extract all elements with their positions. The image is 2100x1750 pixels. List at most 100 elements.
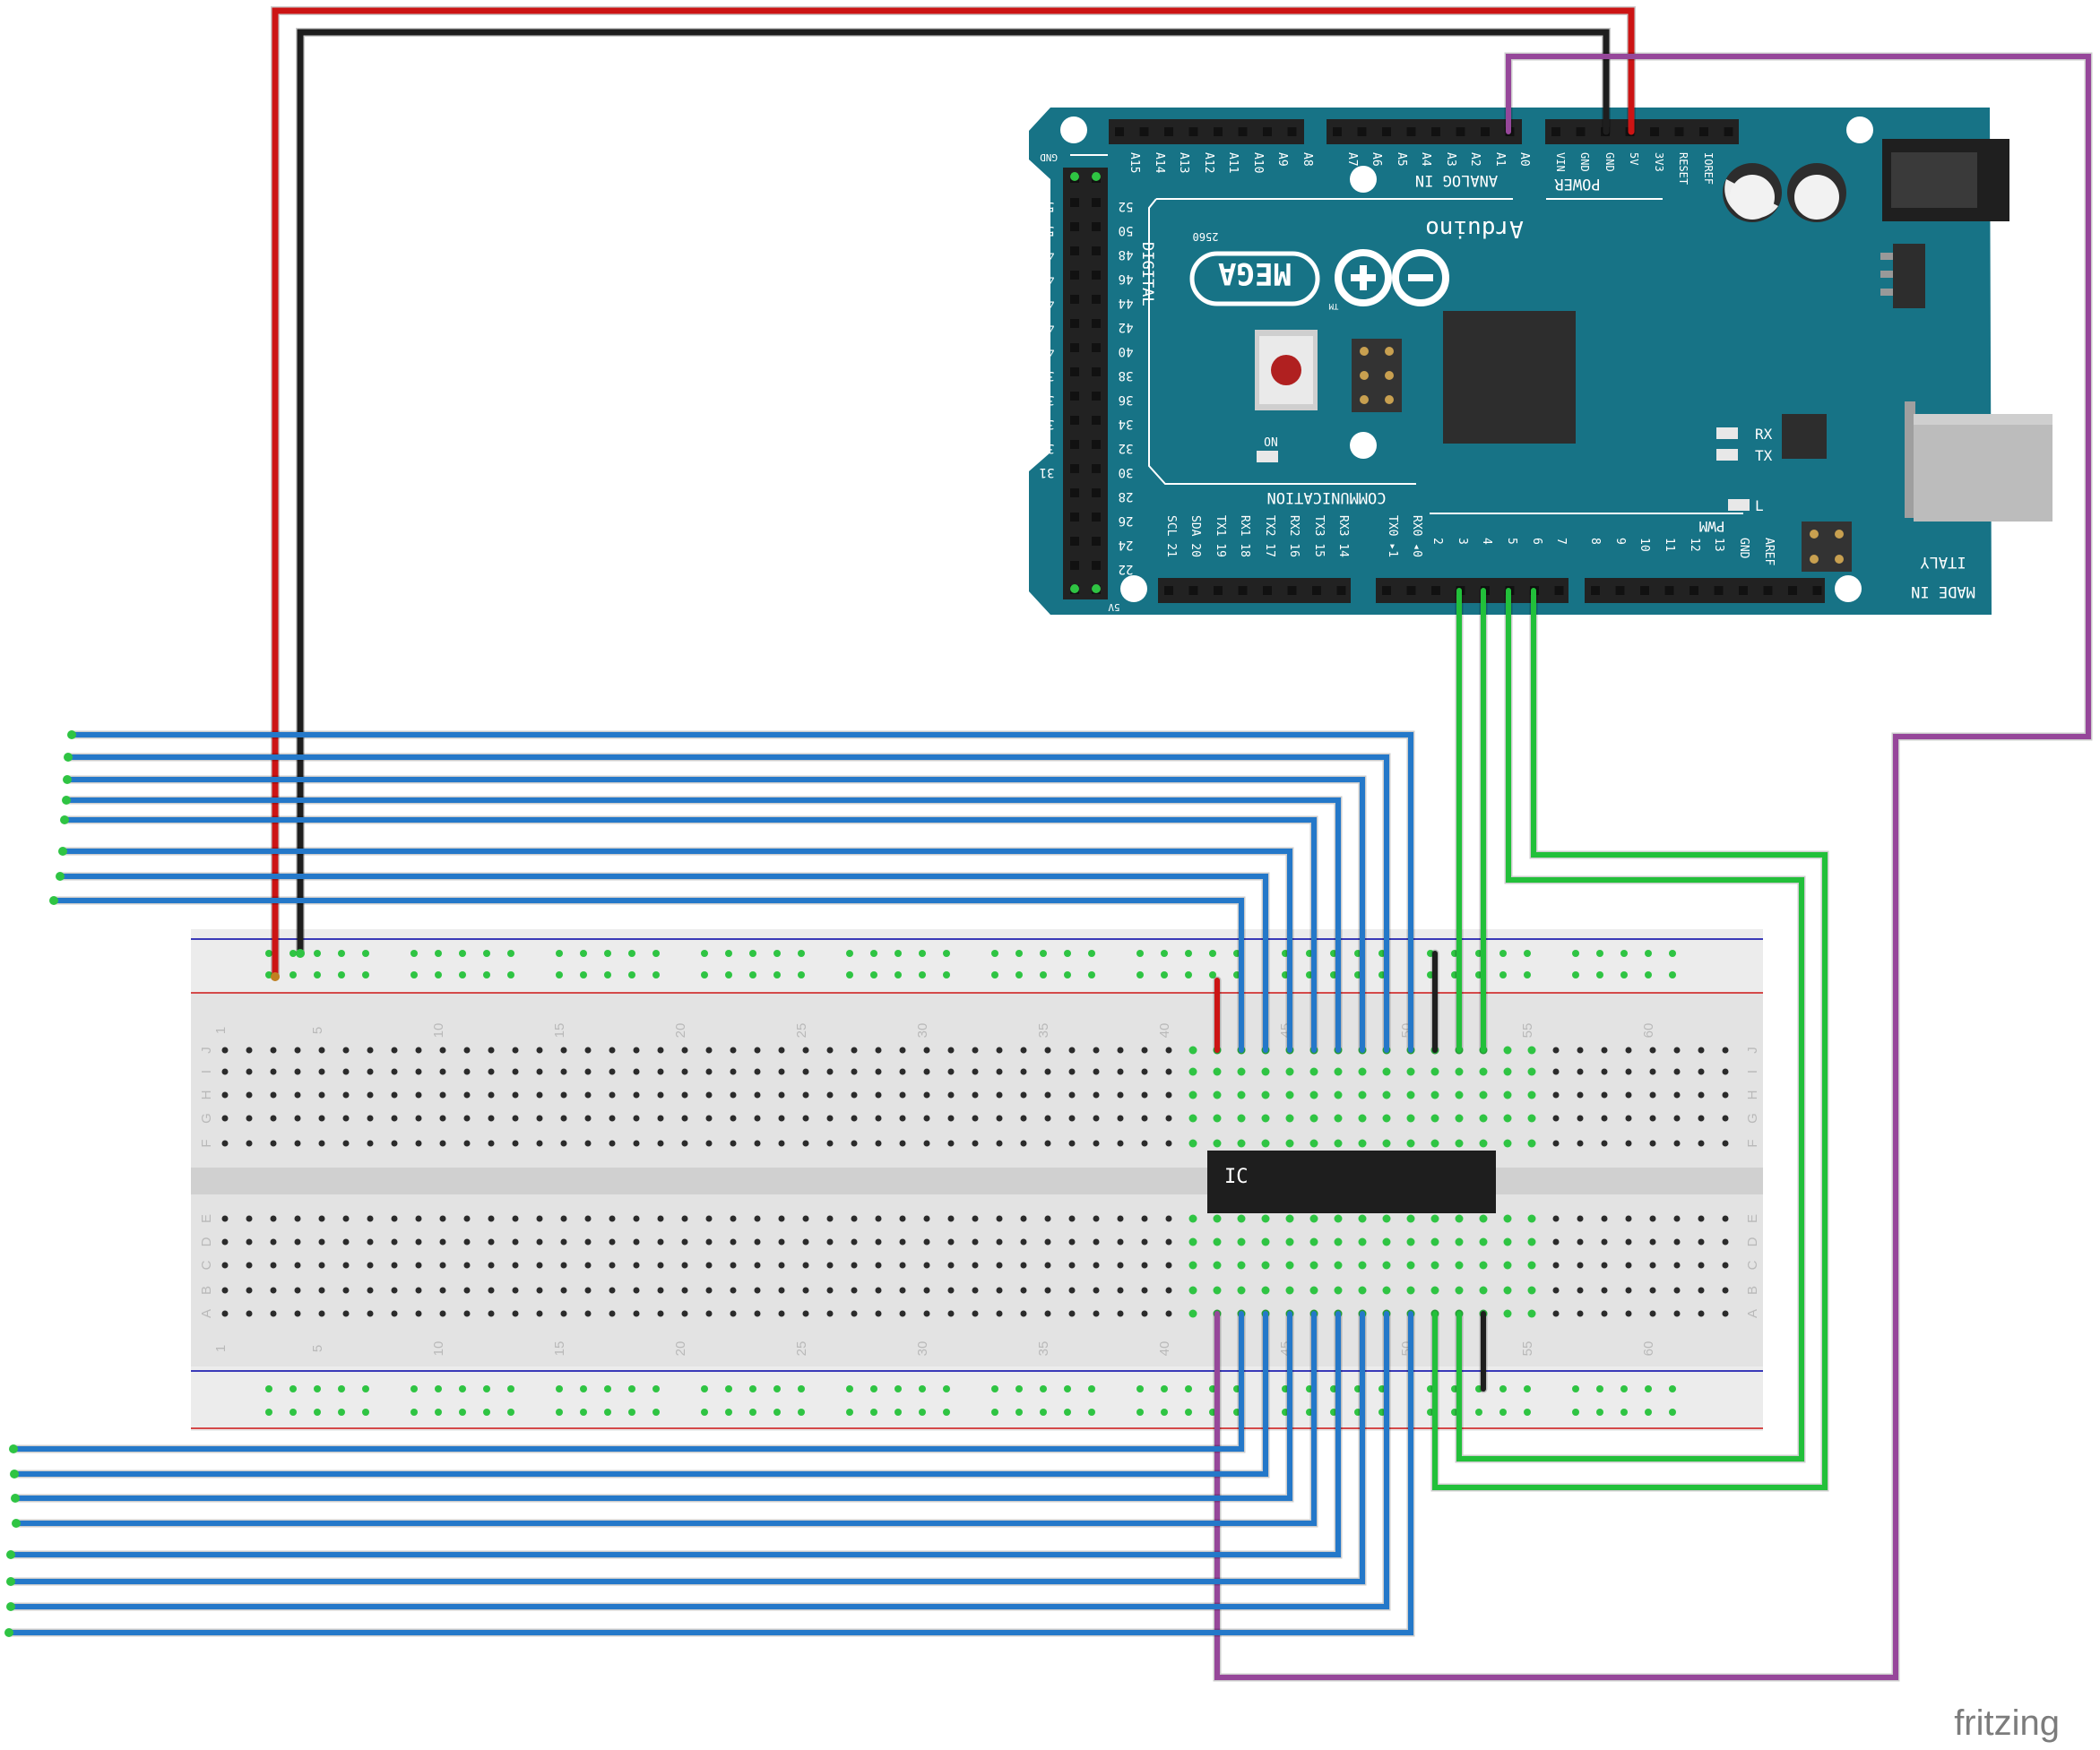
breadboard-hole	[1093, 1262, 1100, 1269]
breadboard-hole	[221, 1115, 229, 1122]
breadboard-column-number: 55	[1520, 1341, 1535, 1357]
breadboard-hole	[1358, 1261, 1367, 1270]
breadboard-hole	[1625, 1215, 1632, 1222]
breadboard-hole	[705, 1091, 713, 1099]
breadboard-hole	[875, 1238, 882, 1246]
breadboard-hole	[609, 1238, 616, 1246]
wire[interactable]	[62, 817, 1317, 1053]
pin-label: A13	[1177, 152, 1190, 173]
header-pin	[1070, 246, 1079, 255]
rail-hole	[870, 1385, 877, 1392]
breadboard-hole	[1625, 1047, 1632, 1054]
breadboard-hole	[512, 1115, 519, 1122]
reset-button[interactable]	[1255, 330, 1318, 410]
rail-hole	[1645, 1409, 1652, 1416]
breadboard-hole	[1044, 1068, 1051, 1075]
breadboard-hole	[584, 1115, 592, 1122]
header-pwm-low	[1376, 578, 1569, 603]
rail-hole	[701, 1409, 708, 1416]
rail-hole	[652, 1385, 660, 1392]
rail-hole	[1499, 950, 1507, 957]
breadboard-hole	[488, 1287, 495, 1294]
rail-hole	[265, 1409, 272, 1416]
breadboard-hole	[221, 1068, 229, 1075]
wire[interactable]	[51, 898, 1244, 1053]
wire[interactable]	[64, 797, 1341, 1053]
wire[interactable]	[272, 7, 1635, 980]
rail-hole	[580, 1385, 587, 1392]
breadboard-hole	[1673, 1047, 1681, 1054]
breadboard-hole	[923, 1091, 930, 1099]
wire[interactable]	[8, 1311, 1389, 1609]
header-pin	[1070, 343, 1079, 352]
wire-end	[296, 949, 305, 958]
rail-hole	[1015, 1409, 1023, 1416]
breadboard-hole	[1430, 1261, 1439, 1270]
breadboard-hole	[1334, 1114, 1343, 1123]
rail-hole	[894, 1409, 902, 1416]
pin-label: TX2 17	[1263, 515, 1276, 557]
wire[interactable]	[1456, 588, 1804, 1461]
breadboard-hole	[463, 1140, 471, 1147]
pin-label: 28	[1119, 489, 1134, 504]
pin-label: 12	[1688, 538, 1701, 552]
breadboard-hole	[1503, 1286, 1512, 1295]
breadboard-hole	[1625, 1287, 1632, 1294]
breadboard-hole	[415, 1140, 422, 1147]
wire[interactable]	[1432, 588, 1828, 1490]
rail-hole	[435, 1385, 442, 1392]
breadboard-hole	[512, 1310, 519, 1317]
wire[interactable]	[13, 1311, 1317, 1526]
breadboard-hole	[778, 1047, 785, 1054]
breadboard-column-number: 35	[1036, 1023, 1051, 1039]
wire[interactable]	[65, 754, 1389, 1053]
rail-hole	[846, 950, 853, 957]
wire[interactable]	[60, 849, 1292, 1053]
breadboard-hole	[705, 1115, 713, 1122]
wire[interactable]	[57, 874, 1268, 1053]
breadboard-hole	[1527, 1046, 1536, 1055]
breadboard-hole	[439, 1091, 446, 1099]
breadboard-hole	[657, 1091, 664, 1099]
wire[interactable]	[6, 1311, 1413, 1635]
breadboard-hole	[1068, 1238, 1076, 1246]
breadboard-hole	[899, 1140, 906, 1147]
breadboard-hole	[633, 1047, 640, 1054]
wire[interactable]	[8, 1311, 1365, 1584]
rail-hole	[265, 950, 272, 957]
header-pin	[1456, 127, 1465, 136]
header-pin	[1164, 127, 1173, 136]
breadboard-hole	[1552, 1287, 1560, 1294]
wire[interactable]	[65, 777, 1365, 1053]
wire[interactable]	[1214, 54, 2091, 1680]
breadboard-hole	[1625, 1238, 1632, 1246]
breadboard-hole	[1601, 1047, 1608, 1054]
wire[interactable]	[11, 1311, 1244, 1452]
wire[interactable]	[12, 1311, 1268, 1477]
rail-hole	[1669, 1385, 1676, 1392]
wire[interactable]	[297, 29, 1610, 957]
breadboard-hole	[657, 1310, 664, 1317]
breadboard-hole	[1188, 1214, 1197, 1223]
breadboard-hole	[536, 1091, 543, 1099]
wire[interactable]	[69, 732, 1413, 1053]
header-pin	[1812, 586, 1822, 595]
breadboard-hole	[1577, 1238, 1584, 1246]
rail-hole	[1620, 950, 1628, 957]
breadboard-hole	[899, 1262, 906, 1269]
breadboard-hole	[1673, 1215, 1681, 1222]
breadboard-hole	[1237, 1139, 1246, 1148]
wire[interactable]	[13, 1311, 1292, 1501]
pin-label: 45	[1040, 296, 1055, 310]
breadboard-hole	[1455, 1139, 1464, 1148]
header-pin	[1640, 586, 1649, 595]
breadboard-hole	[875, 1262, 882, 1269]
breadboard-hole	[657, 1115, 664, 1122]
rail-hole	[991, 950, 998, 957]
breadboard-hole	[1649, 1115, 1656, 1122]
breadboard-hole	[1285, 1261, 1294, 1270]
breadboard-column-number: 60	[1641, 1023, 1656, 1039]
wire[interactable]	[8, 1311, 1341, 1557]
rail-hole	[483, 1409, 490, 1416]
breadboard-hole	[633, 1140, 640, 1147]
